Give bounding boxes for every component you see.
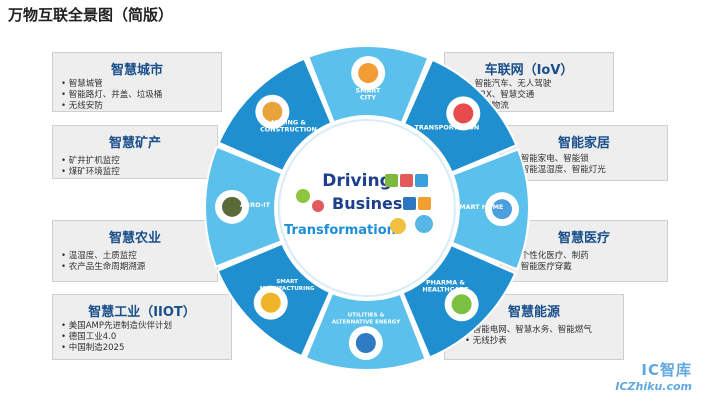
segment-icon-glyph <box>451 294 472 315</box>
center-text-driving: Driving <box>322 171 392 191</box>
list-item: 农产品生命周期溯源 <box>61 262 146 273</box>
segment-icon-glyph <box>491 199 512 220</box>
box-smart-industry: 智慧工业（IIOT） 美国AMP先进制造伙伴计划 德国工业4.0 中国制造202… <box>52 294 232 360</box>
list-item: 智能路灯、井盖、垃圾桶 <box>61 90 163 101</box>
segment-label: AGRO-IT <box>240 201 271 209</box>
box-smart-home: 智能家居 智能家电、智能锁 智能温湿度、智能灯光 <box>500 125 668 181</box>
segment-icons <box>215 56 519 360</box>
car-icon <box>400 174 413 187</box>
box-title: 智慧矿产 <box>108 136 161 151</box>
wind-turbine-icon <box>296 189 310 203</box>
watermark: IC智库 ICZhiku.com <box>615 359 692 393</box>
center-text-transformation: Transformation <box>284 223 396 238</box>
box-title: 车联网（IoV） <box>484 63 574 78</box>
list-item: 智慧城管 <box>61 79 162 90</box>
segment-icon-glyph <box>222 196 243 217</box>
head-icon <box>415 215 433 233</box>
box-title: 智慧城市 <box>110 63 163 78</box>
idea-icon <box>390 218 406 234</box>
list-item: 德国工业4.0 <box>61 332 172 343</box>
gear-icon <box>385 174 398 187</box>
list-item: 煤矿环境监控 <box>61 167 120 178</box>
list-item: V2X、智慧交通 <box>467 90 551 101</box>
box-title: 智慧工业（IIOT） <box>88 305 196 320</box>
list-item: 智能医疗穿戴 <box>513 262 589 273</box>
box-title: 智能家居 <box>557 136 610 151</box>
segment-label: PHARMA &HEALTHCARE <box>422 278 468 293</box>
segment-icon-glyph <box>262 101 283 122</box>
box-title: 智慧农业 <box>108 231 161 246</box>
segment-icon-glyph <box>260 292 281 313</box>
list-item: 智能家电、智能锁 <box>513 154 606 165</box>
page-title: 万物互联全景图（简版） <box>8 6 174 24</box>
segment-label: SMART HOME <box>455 203 504 211</box>
list-item: 无线抄表 <box>465 336 592 347</box>
box-smart-city: 智慧城市 智慧城管 智能路灯、井盖、垃圾桶 无线安防 <box>52 52 222 112</box>
bulb-icon <box>418 197 431 210</box>
center-icon-tiles <box>296 174 433 234</box>
segment-label: TRANSPORTATION <box>415 123 480 131</box>
segment-label: MINING &CONSTRUCTION <box>260 119 317 134</box>
list-item: 无线安防 <box>61 101 162 112</box>
monitor-icon <box>415 174 428 187</box>
list-item: 个性化医疗、制药 <box>513 251 589 262</box>
segment-icon-glyph <box>355 332 376 353</box>
list-item: 智能汽车、无人驾驶 <box>467 79 552 90</box>
chart-icon <box>403 197 416 210</box>
wheel-center <box>278 119 456 297</box>
location-icon <box>312 200 324 212</box>
watermark-url: ICZhiku.com <box>615 380 692 393</box>
box-smart-mining: 智慧矿产 矿井扩机监控 煤矿环境监控 <box>52 125 218 179</box>
segment-icon-glyph <box>358 63 379 84</box>
segment-icon-glyph <box>453 103 474 124</box>
list-item: 温湿度、土质监控 <box>61 251 145 262</box>
center-text-business: Business <box>332 194 412 213</box>
box-title: 智慧医疗 <box>557 231 610 246</box>
list-item: 矿井扩机监控 <box>61 156 120 167</box>
segment-label: UTILITIES &ALTERNATIVE ENERGY <box>332 312 402 325</box>
list-item: 美国AMP先进制造伙伴计划 <box>61 321 172 332</box>
watermark-title: IC智库 <box>641 361 692 379</box>
box-smart-agriculture: 智慧农业 温湿度、土质监控 农产品生命周期溯源 <box>52 220 218 282</box>
list-item: 智能电网、智慧水务、智能燃气 <box>465 325 592 336</box>
list-item: 智能温湿度、智能灯光 <box>513 165 606 176</box>
list-item: 中国制造2025 <box>61 343 172 354</box>
box-title: 智慧能源 <box>507 305 560 320</box>
